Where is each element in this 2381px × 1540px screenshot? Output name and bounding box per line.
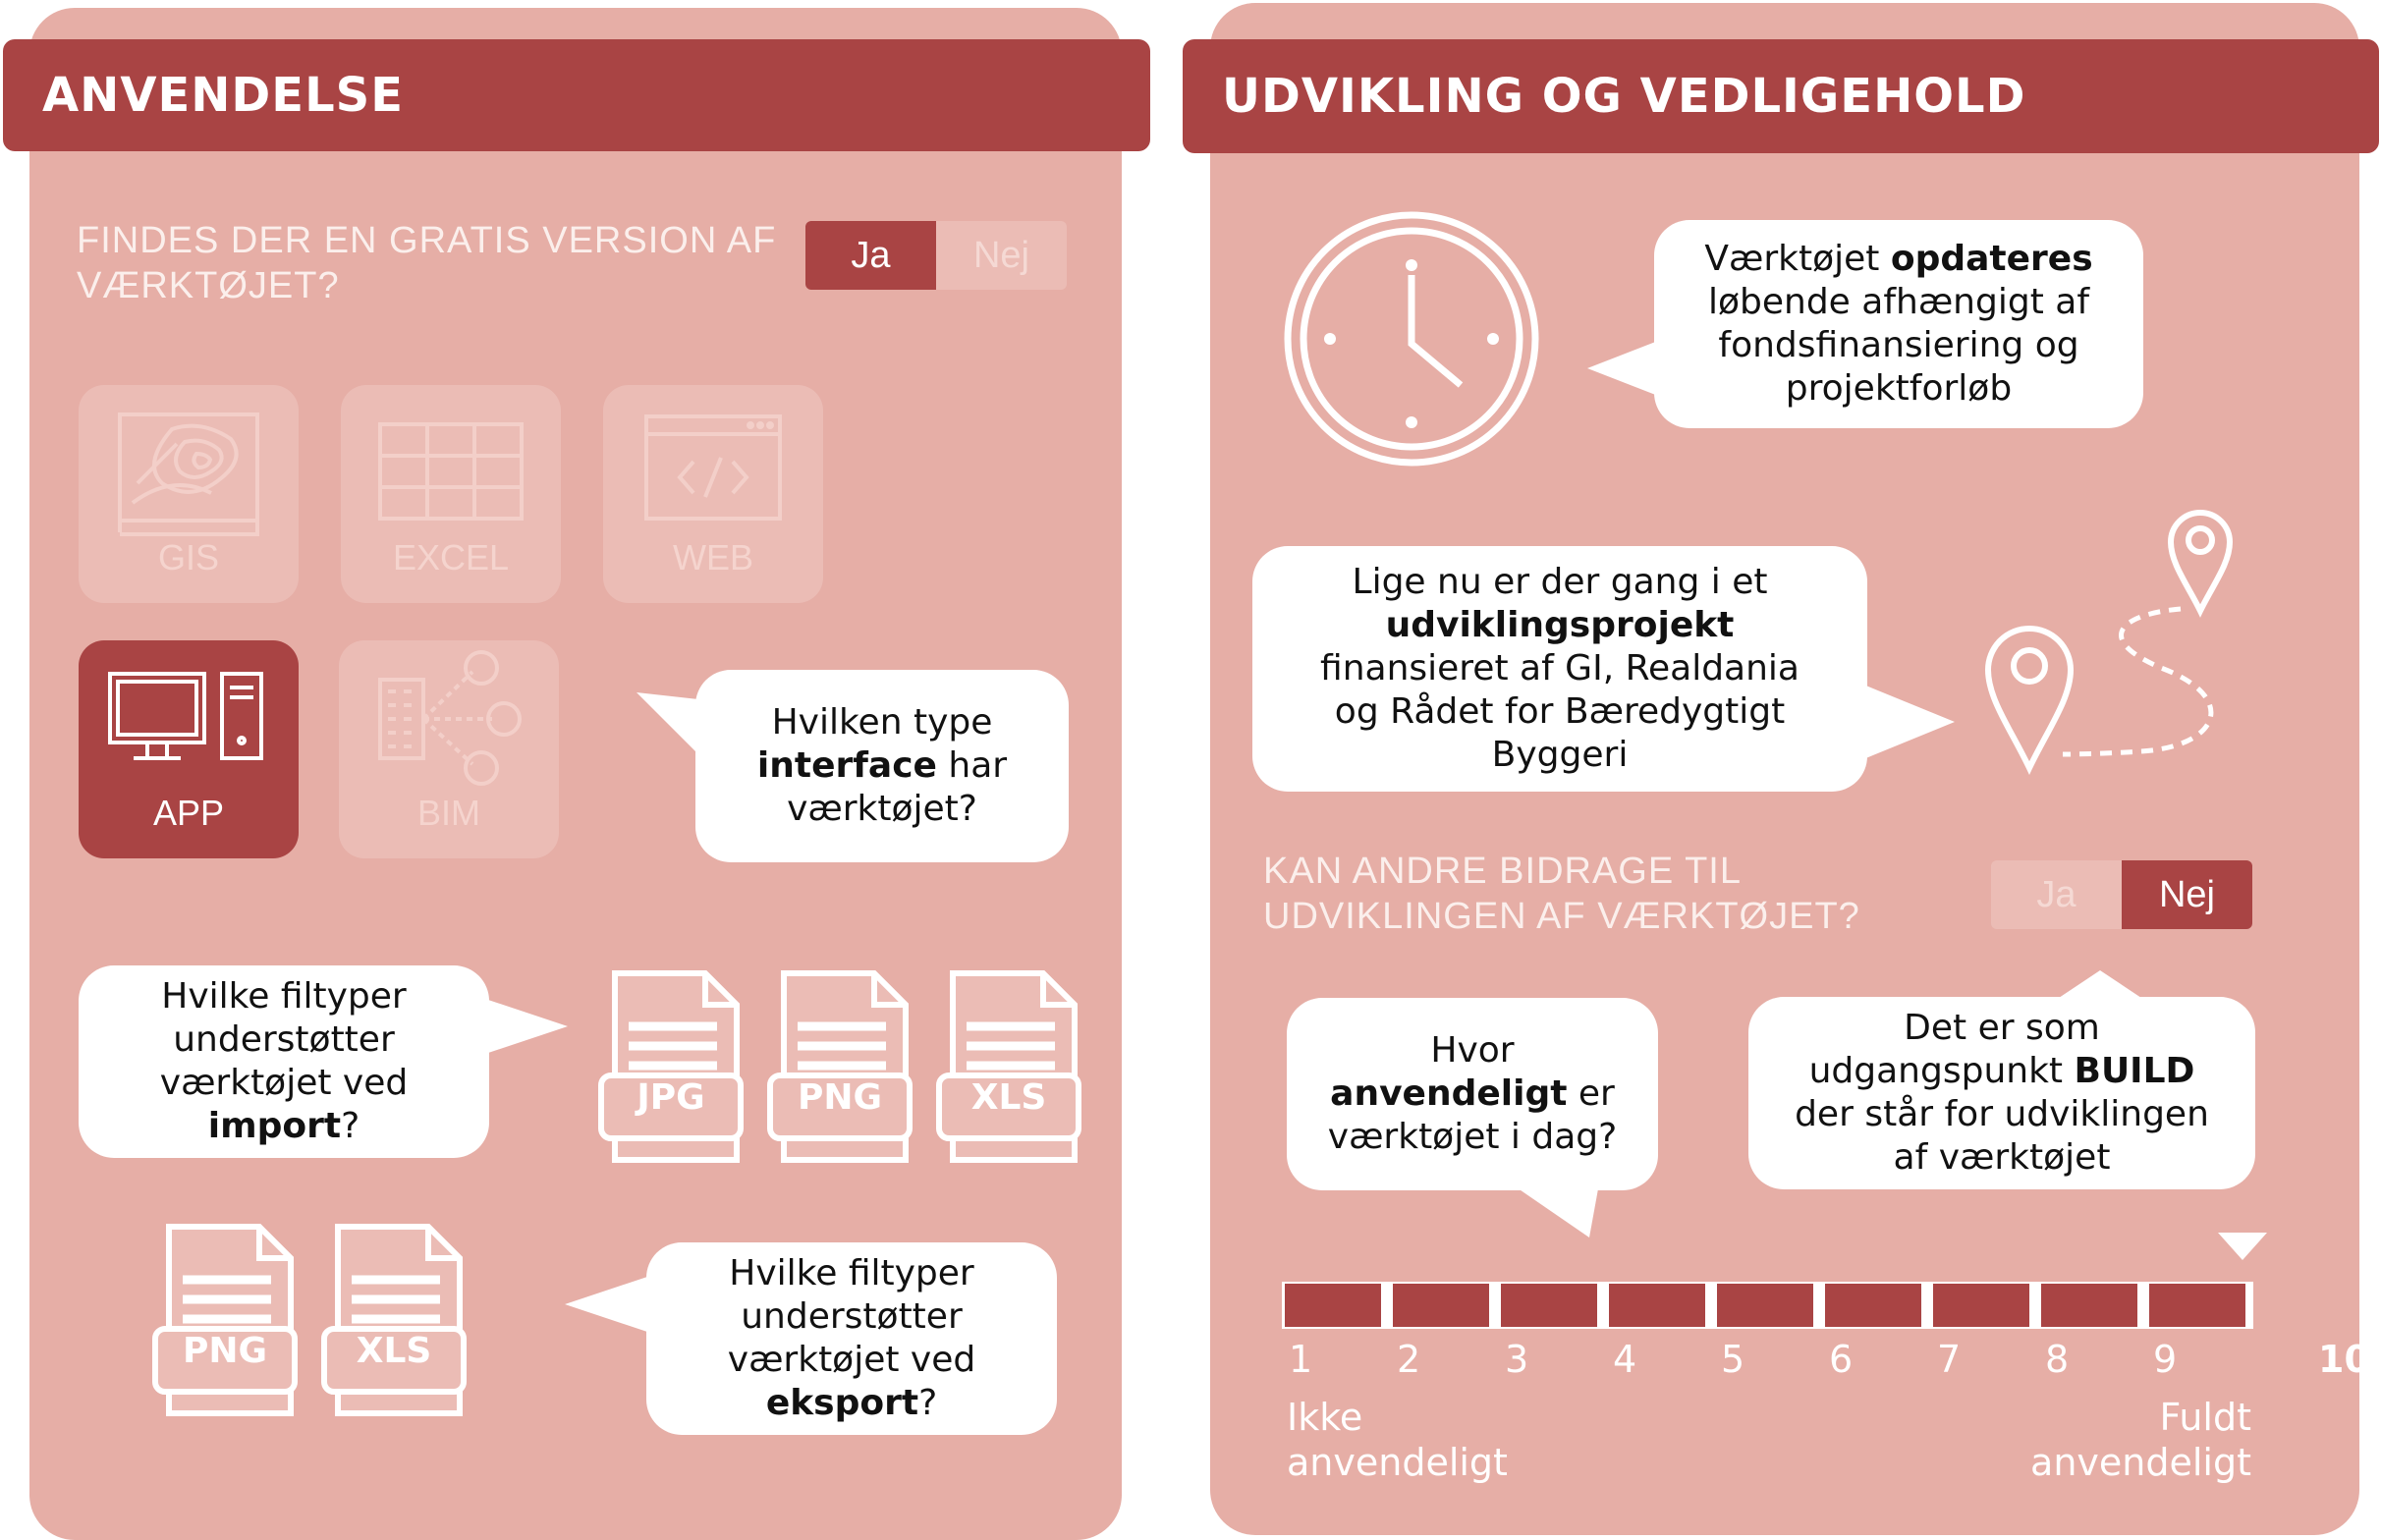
tile-excel[interactable]: EXCEL — [341, 385, 561, 603]
export-file-png — [152, 1224, 298, 1416]
scale-number-10: 10 — [2318, 1338, 2370, 1381]
scale-segment-7 — [1933, 1284, 2029, 1327]
import-file-xls-label: XLS — [970, 1077, 1047, 1118]
tile-gis-label: GIS — [157, 537, 219, 578]
free-version-toggle[interactable]: Ja Nej — [805, 221, 1067, 290]
update-info-bubble: Værktøjet opdateres løbende afhængigt af… — [1654, 220, 2143, 428]
scale-segment-1 — [1285, 1284, 1381, 1327]
export-bubble-tail — [565, 1275, 653, 1334]
map-route-icon — [1984, 509, 2234, 776]
usability-bubble-tail — [1511, 1183, 1599, 1238]
clock-icon — [1284, 211, 1539, 467]
scale-segment-3 — [1501, 1284, 1597, 1327]
project-bubble-tail — [1847, 678, 1955, 766]
spreadsheet-icon — [378, 422, 524, 521]
tile-excel-label: EXCEL — [392, 537, 510, 578]
build-bubble-tail — [2056, 970, 2144, 1000]
scale-number-8: 8 — [2045, 1338, 2070, 1381]
tile-web-label: WEB — [672, 537, 753, 578]
scale-number-5: 5 — [1721, 1338, 1745, 1381]
scale-number-2: 2 — [1397, 1338, 1421, 1381]
right-header: UDVIKLING OG VEDLIGEHOLD — [1183, 39, 2379, 153]
contribute-question: KAN ANDRE BIDRAGE TIL UDVIKLINGEN AF VÆR… — [1263, 851, 1860, 937]
scale-segment-6 — [1825, 1284, 1921, 1327]
tile-bim-label: BIM — [416, 793, 480, 833]
scale-segment-4 — [1609, 1284, 1705, 1327]
left-header: ANVENDELSE — [3, 39, 1150, 151]
update-bubble-tail — [1587, 334, 1676, 403]
scale-number-6: 6 — [1829, 1338, 1854, 1381]
import-file-jpg-label: JPG — [637, 1077, 705, 1118]
import-question-bubble: Hvilke filtyper understøtter værktøjet v… — [79, 965, 489, 1158]
tile-web[interactable]: WEB — [603, 385, 823, 603]
import-file-jpg — [598, 970, 744, 1163]
scale-segment-2 — [1393, 1284, 1489, 1327]
selected-marker-icon — [2218, 1233, 2267, 1260]
project-info-bubble: Lige nu er der gang i et udviklingsproje… — [1252, 546, 1867, 792]
scale-number-7: 7 — [1937, 1338, 1962, 1381]
building-network-icon — [378, 650, 522, 786]
import-file-png — [767, 970, 913, 1163]
tile-app[interactable]: APP — [79, 640, 299, 858]
export-file-png-label: PNG — [182, 1331, 268, 1371]
gis-map-icon — [118, 412, 259, 536]
scale-segment-5 — [1717, 1284, 1813, 1327]
scale-segment-9 — [2149, 1284, 2245, 1327]
interface-question-bubble: Hvilken type interface har værktøjet? — [695, 670, 1069, 862]
usability-scale-bar — [1282, 1282, 2253, 1329]
code-window-icon — [644, 414, 782, 521]
toggle-yes[interactable]: Ja — [1991, 860, 2122, 929]
scale-segment-8 — [2041, 1284, 2137, 1327]
toggle-yes[interactable]: Ja — [805, 221, 936, 290]
scale-number-3: 3 — [1505, 1338, 1529, 1381]
tile-gis[interactable]: GIS — [79, 385, 299, 603]
usability-question-bubble: Hvor anvendeligt er værktøjet i dag? — [1287, 998, 1658, 1190]
toggle-no[interactable]: Nej — [936, 221, 1067, 290]
import-file-png-label: PNG — [797, 1077, 883, 1118]
scale-right-label: Fuldt anvendeligt — [2030, 1396, 2251, 1484]
free-version-question: FINDES DER EN GRATIS VERSION AF VÆRKTØJE… — [77, 220, 777, 306]
import-file-xls — [936, 970, 1081, 1163]
desktop-computer-icon — [108, 672, 263, 760]
export-question-bubble: Hvilke filtyper understøtter værktøjet v… — [646, 1242, 1057, 1435]
contribute-toggle[interactable]: Ja Nej — [1991, 860, 2252, 929]
tile-bim[interactable]: BIM — [339, 640, 559, 858]
build-info-bubble: Det er som udgangspunkt BUILD der står f… — [1748, 997, 2255, 1189]
export-file-xls — [321, 1224, 467, 1416]
toggle-no[interactable]: Nej — [2122, 860, 2252, 929]
scale-left-label: Ikke anvendeligt — [1287, 1396, 1508, 1484]
tile-app-label: APP — [152, 793, 225, 833]
scale-number-4: 4 — [1613, 1338, 1637, 1381]
import-bubble-tail — [479, 997, 568, 1056]
export-file-xls-label: XLS — [356, 1331, 432, 1371]
scale-number-9: 9 — [2153, 1338, 2178, 1381]
scale-number-1: 1 — [1289, 1338, 1313, 1381]
